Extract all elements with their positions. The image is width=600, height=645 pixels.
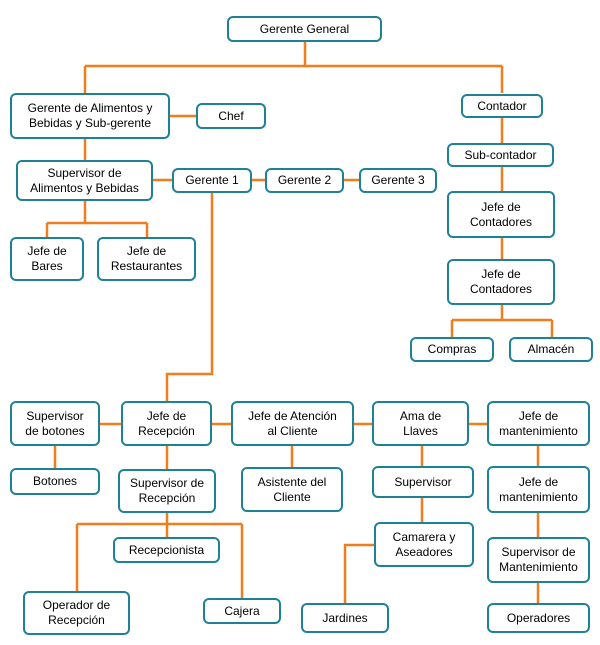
node-gerente-general: Gerente General: [227, 16, 382, 42]
node-asistente-cliente: Asistente del Cliente: [241, 467, 343, 512]
node-jefe-bares: Jefe de Bares: [10, 237, 84, 281]
node-jefe-contadores-1: Jefe de Contadores: [447, 191, 555, 238]
node-recepcionista: Recepcionista: [113, 537, 220, 563]
node-chef: Chef: [196, 103, 266, 129]
node-compras: Compras: [410, 337, 494, 362]
node-sub-contador: Sub-contador: [447, 143, 554, 167]
connectors: [45, 42, 554, 603]
node-gerente-2: Gerente 2: [265, 168, 344, 193]
node-supervisor-botones: Supervisor de botones: [10, 401, 100, 446]
connector-contador-chain: [450, 118, 554, 337]
connector-g1-recepcion: [165, 193, 214, 401]
connector-jardines: [343, 543, 374, 603]
node-jefe-restaurantes: Jefe de Restaurantes: [97, 237, 196, 281]
node-jardines: Jardines: [301, 603, 389, 633]
node-supervisor-mantenimiento: Supervisor de Mantenimiento: [487, 537, 590, 583]
node-operador-recepcion: Operador de Recepción: [23, 591, 130, 635]
node-jefe-recepcion: Jefe de Recepción: [121, 401, 212, 446]
node-gerente-1: Gerente 1: [172, 168, 252, 193]
node-supervisor-recepcion: Supervisor de Recepción: [118, 469, 216, 513]
node-gerente-alimentos-bebidas: Gerente de Alimentos y Bebidas y Sub-ger…: [10, 93, 170, 139]
node-botones: Botones: [10, 468, 100, 495]
connector-sab-jefes: [45, 201, 149, 237]
node-jefe-atencion-cliente: Jefe de Atención al Cliente: [231, 401, 354, 446]
connector-gg-branches: [83, 42, 504, 93]
node-jefe-contadores-2: Jefe de Contadores: [447, 259, 555, 305]
node-contador: Contador: [461, 94, 543, 118]
node-operadores: Operadores: [487, 603, 590, 633]
node-supervisor-alimentos-bebidas: Supervisor de Alimentos y Bebidas: [16, 160, 153, 201]
connector-recepcion-branches: [75, 513, 244, 598]
node-jefe-mantenimiento-1: Jefe de mantenimiento: [487, 401, 590, 446]
node-supervisor: Supervisor: [372, 466, 474, 498]
node-jefe-mantenimiento-2: Jefe de mantenimiento: [487, 466, 590, 513]
node-camarera-aseadores: Camarera y Aseadores: [374, 522, 474, 567]
node-gerente-3: Gerente 3: [359, 168, 437, 193]
node-cajera: Cajera: [203, 598, 281, 624]
node-ama-de-llaves: Ama de Llaves: [372, 401, 469, 446]
node-almacen: Almacén: [509, 337, 593, 362]
